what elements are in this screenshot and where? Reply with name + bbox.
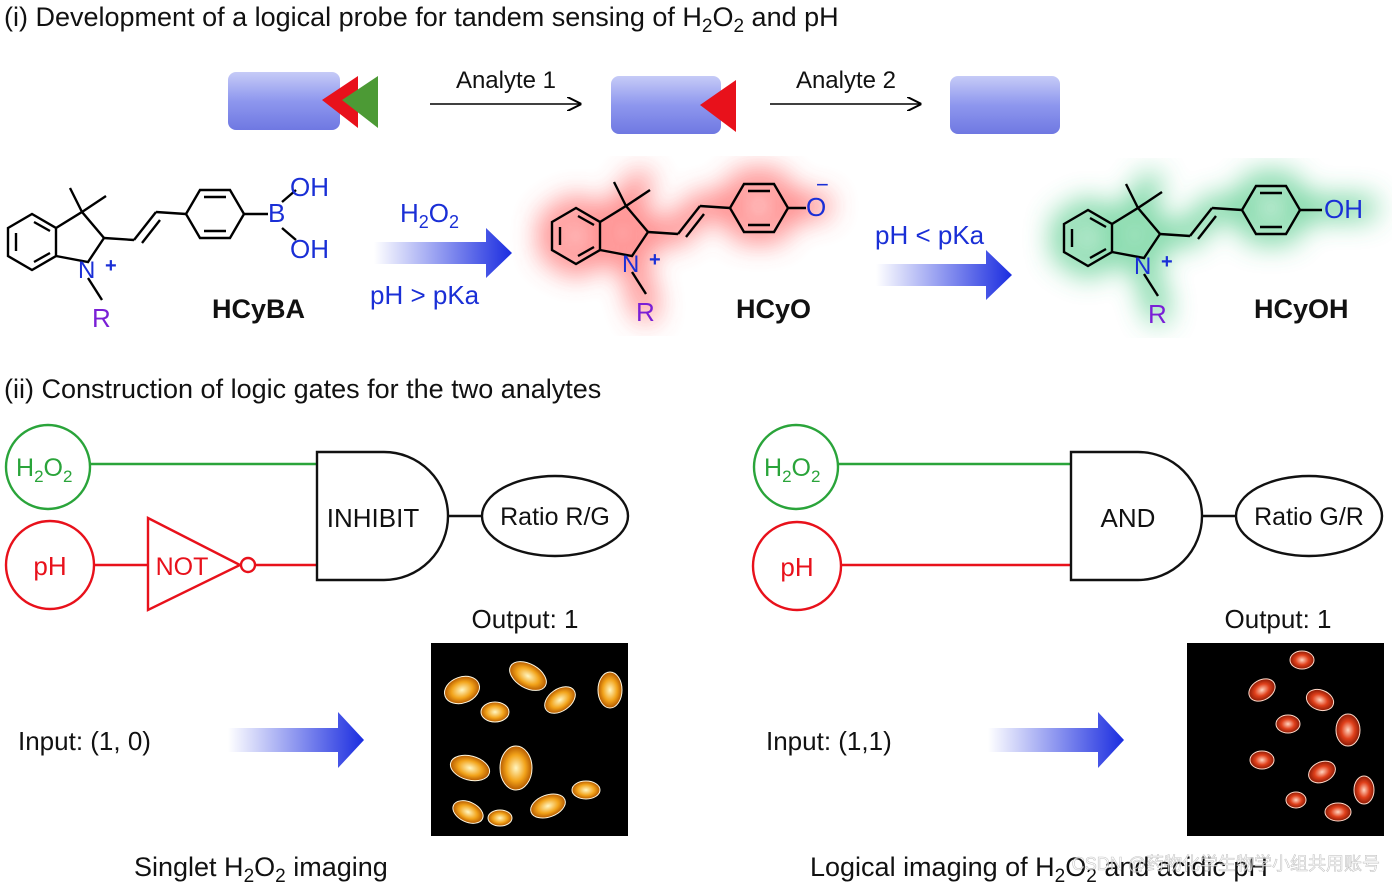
- reaction1-condition: pH > pKa: [370, 280, 480, 310]
- right-ph-label: pH: [780, 552, 813, 582]
- left-h2o2-input: [4, 423, 92, 511]
- hcyo-name: HCyO: [736, 294, 811, 324]
- right-output-label: Ratio G/R: [1254, 503, 1364, 531]
- right-h2o2-input: [752, 423, 840, 511]
- molecule-hcyba: [6, 187, 297, 301]
- hcyoh-r: R: [1148, 299, 1167, 329]
- hcyoh-name: HCyOH: [1254, 294, 1349, 324]
- probe-block-1: [228, 72, 340, 130]
- hcyoh-oh: OH: [1324, 194, 1363, 224]
- right-logic-circuit: H2O2 pH AND Ratio G/R: [751, 423, 1384, 612]
- molecule-hcyoh: [1062, 183, 1322, 297]
- section-i-title: (i) Development of a logical probe for t…: [4, 2, 839, 37]
- reaction1-h2o2: H2O2: [400, 198, 459, 232]
- molecule-hcyo: [550, 181, 806, 295]
- red-triangle-2: [700, 80, 736, 132]
- right-input-value: Input: (1,1): [766, 726, 892, 756]
- left-output-ellipse: [480, 474, 630, 558]
- hcyoh-glow: [1053, 173, 1377, 323]
- inhibit-label: INHIBIT: [327, 503, 420, 533]
- right-cells: [1248, 650, 1375, 822]
- hcyba-n: N: [78, 257, 95, 284]
- left-h2o2-label: H2O2: [16, 454, 72, 486]
- left-ph-label: pH: [33, 551, 66, 581]
- left-cells: [444, 661, 623, 827]
- hcyo-n: N: [622, 251, 639, 278]
- reaction2-condition: pH < pKa: [875, 220, 985, 250]
- hcyo-minus: −: [816, 172, 829, 197]
- watermark: CSDN @药物化学生物学小组共用账号: [1072, 854, 1380, 874]
- hcyba-oh2: OH: [290, 234, 329, 264]
- reaction-arrow-2: [876, 250, 1012, 300]
- probe-block-3: [950, 76, 1060, 134]
- section-ii-title: (ii) Construction of logic gates for the…: [4, 374, 601, 404]
- hcyba-r: R: [92, 303, 111, 333]
- right-output-ellipse: [1234, 474, 1384, 558]
- hcyo-glow: [541, 171, 831, 321]
- left-input-arrow: [228, 712, 364, 768]
- left-input-value: Input: (1, 0): [18, 726, 151, 756]
- reaction-arrow-1: [374, 228, 512, 278]
- inhibit-gate: [315, 450, 450, 582]
- not-bubble: [239, 556, 257, 574]
- right-output-value: Output: 1: [1225, 604, 1332, 634]
- hcyo-o: O: [806, 192, 826, 222]
- not-gate: [146, 516, 243, 612]
- and-gate: [1069, 450, 1204, 582]
- analyte2-label: Analyte 2: [796, 67, 896, 94]
- probe-block-2: [611, 76, 721, 134]
- red-triangle-1: [322, 76, 358, 128]
- analyte1-label: Analyte 1: [456, 67, 556, 94]
- hcyoh-plus: +: [1161, 251, 1173, 273]
- right-caption: Logical imaging of H2O2 and acidic pH: [810, 852, 1268, 886]
- left-output-value: Output: 1: [472, 604, 579, 634]
- left-logic-circuit: H2O2 pH NOT INHIBIT Ratio R/G: [4, 423, 630, 612]
- hcyba-b: B: [268, 198, 285, 228]
- left-caption: Singlet H2O2 imaging: [134, 852, 388, 886]
- hcyba-name: HCyBA: [212, 294, 305, 324]
- hcyo-plus: +: [649, 249, 661, 271]
- and-label: AND: [1101, 503, 1156, 533]
- hcyba-oh1: OH: [290, 172, 329, 202]
- probe-schematic: Analyte 1 Analyte 2: [228, 67, 1060, 134]
- not-label: NOT: [156, 553, 209, 581]
- right-input-arrow: [988, 712, 1124, 768]
- hcyoh-n: N: [1134, 253, 1151, 280]
- right-h2o2-label: H2O2: [764, 454, 820, 486]
- left-output-label: Ratio R/G: [500, 503, 610, 531]
- green-triangle-1: [342, 76, 378, 128]
- hcyba-plus: +: [105, 255, 117, 277]
- hcyo-r: R: [636, 297, 655, 327]
